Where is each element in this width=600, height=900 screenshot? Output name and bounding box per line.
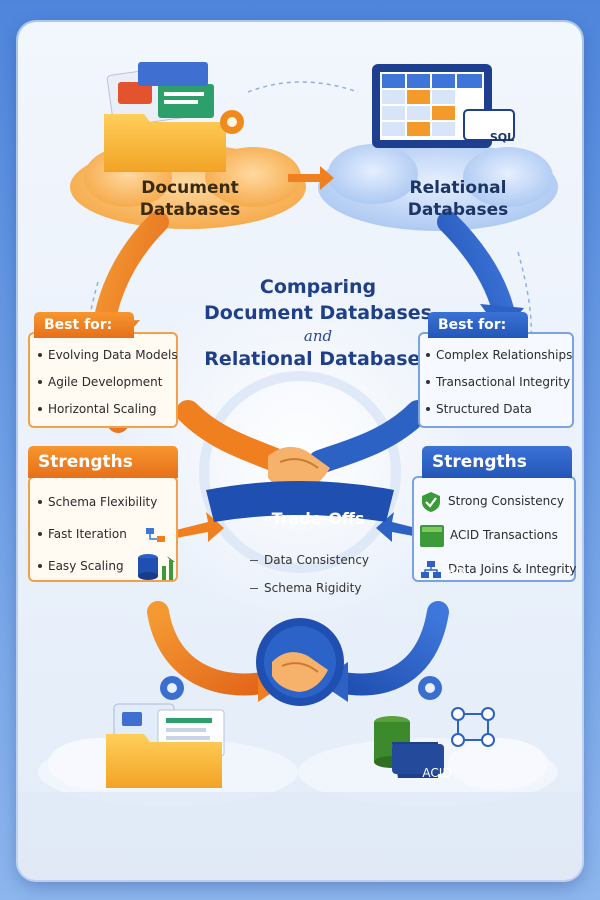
orange-arrow-to-tradeoffs	[176, 512, 224, 542]
acid-icon-label: ACID	[445, 567, 465, 575]
blue-arc-lower	[327, 601, 449, 696]
title-connector: and	[303, 327, 333, 345]
list-item: Strong Consistency	[420, 484, 576, 518]
document-best-for-heading: Best for:	[34, 312, 134, 338]
acid-transactions-icon	[420, 524, 444, 547]
acid-bottom-label: ACID	[422, 766, 452, 780]
relational-label-line2: Databases	[407, 200, 509, 220]
document-strengths-list: Schema Flexibility Fast Iteration Easy S…	[38, 486, 183, 582]
list-item: Horizontal Scaling	[38, 396, 178, 423]
list-item: Transactional Integrity	[426, 369, 572, 396]
title-line1: Comparing	[259, 276, 377, 298]
dashed-connector-top	[247, 81, 359, 93]
data-joins-icon	[421, 560, 441, 578]
handshake-bottom-icon	[256, 618, 344, 706]
list-item: Evolving Data Models	[38, 342, 178, 369]
document-best-for-box: Evolving Data Models Agile Development H…	[28, 332, 178, 428]
fast-iteration-icon	[145, 527, 165, 542]
orange-arc-lower	[147, 601, 279, 696]
relational-label-line1: Relational	[409, 178, 507, 198]
database-acid-bottom-icon	[374, 676, 495, 778]
document-strengths-heading: Strengths	[28, 446, 178, 478]
tradeoffs-heading: Trade-Offs	[271, 509, 365, 528]
list-item: Data Consistency	[250, 546, 369, 574]
folder-bottom-icon	[106, 676, 225, 788]
easy-scaling-icon	[138, 553, 176, 580]
list-item: Data Joins & Integrity	[420, 552, 576, 586]
list-item: Easy Scaling	[38, 550, 183, 582]
relational-databases-label: Relational Databases	[378, 177, 538, 221]
handshake-top-icon	[268, 446, 330, 492]
document-strengths-box: Schema Flexibility Fast Iteration Easy S…	[28, 476, 178, 582]
document-databases-label: Document Databases	[110, 177, 270, 221]
relational-best-for-list: Complex Relationships Transactional Inte…	[426, 342, 572, 423]
folder-documents-icon	[104, 62, 244, 172]
list-item: Schema Flexibility	[38, 486, 183, 518]
document-label-line2: Databases	[139, 200, 241, 220]
title-line2: Document Databases	[204, 302, 432, 324]
blue-arm-to-handshake	[308, 400, 430, 474]
document-best-for-list: Evolving Data Models Agile Development H…	[38, 342, 178, 423]
list-item: Fast Iteration	[38, 518, 183, 550]
relational-strengths-list: Strong Consistency ACID Transactions Dat…	[420, 484, 576, 586]
infographic-card: Document Databases Relational Databases …	[18, 22, 582, 880]
tradeoffs-list: Data Consistency Schema Rigidity	[250, 546, 369, 602]
sql-badge: SQL	[489, 131, 515, 144]
relational-best-for-heading: Best for:	[428, 312, 528, 338]
list-item: Schema Rigidity	[250, 574, 369, 602]
document-label-line1: Document	[141, 178, 239, 198]
page-title: Comparing Document Databases and Relatio…	[178, 274, 458, 372]
relational-cloud	[318, 143, 558, 231]
sql-table-icon	[372, 64, 515, 148]
relational-strengths-box: Strong Consistency ACID Transactions Dat…	[412, 476, 576, 582]
list-item: Agile Development	[38, 369, 178, 396]
ground-haze	[18, 792, 582, 880]
relational-best-for-box: Complex Relationships Transactional Inte…	[418, 332, 574, 428]
title-line3: Relational Databases	[204, 348, 432, 370]
diagram-artwork	[18, 62, 582, 880]
list-item: Complex Relationships	[426, 342, 572, 369]
tradeoffs-banner	[206, 481, 394, 522]
list-item: ACID Transactions	[420, 518, 576, 552]
top-arrow-doc-to-rel	[288, 166, 334, 190]
list-item: Structured Data	[426, 396, 572, 423]
shield-check-icon	[422, 491, 440, 512]
center-ring	[199, 371, 401, 573]
relational-strengths-heading: Strengths	[422, 446, 572, 478]
